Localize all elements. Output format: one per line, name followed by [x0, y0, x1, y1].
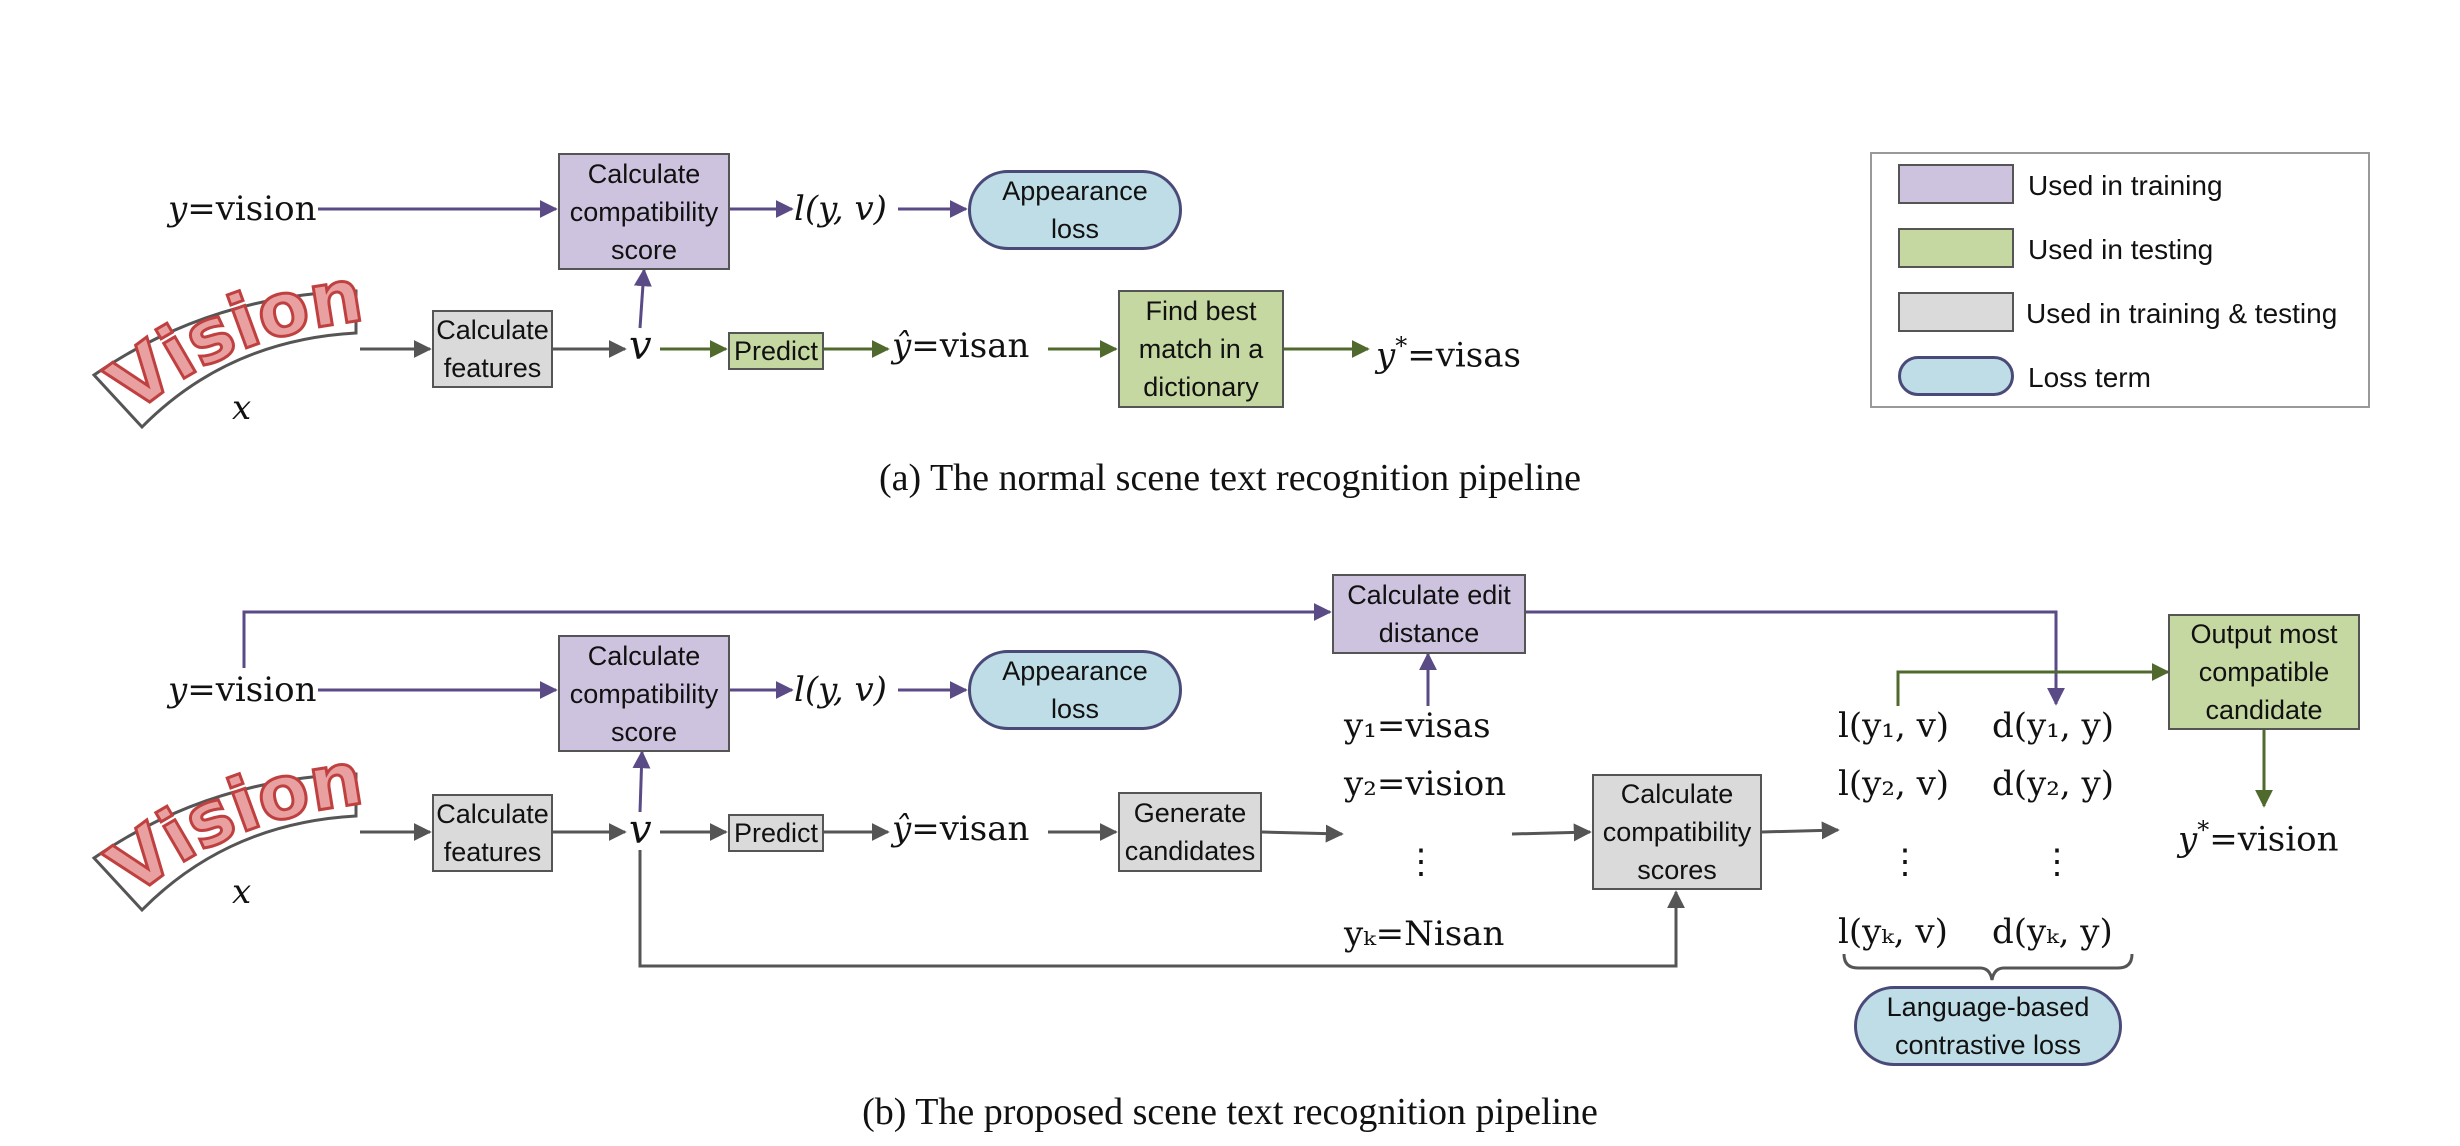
calc-compat-scores-box-b: Calculate compatibility scores [1592, 774, 1762, 890]
arrow-v-to-compat-a [633, 268, 652, 329]
y-val: =vision [187, 670, 317, 710]
appearance-loss-b: Appearance loss [968, 650, 1182, 730]
ystar-equals-visas-a: y*=visas [1376, 326, 1521, 375]
l-y-v-a: l(y, v) [794, 189, 887, 229]
ystar-var: y [1376, 335, 1396, 376]
legend-swatch-both [1898, 292, 2014, 332]
legend-swatch-training [1898, 164, 2014, 204]
ystar-sup: * [1395, 332, 1408, 360]
v-text: v [629, 807, 652, 853]
y-equals-vision-b: y=vision [168, 670, 316, 710]
v-text: v [629, 323, 652, 369]
x-text: x [232, 388, 252, 428]
calc-features-box-a: Calculate features [432, 310, 553, 388]
arrow-gen-to-candidates-b [1261, 824, 1344, 843]
appearance-loss-a: Appearance loss [968, 170, 1182, 250]
output-most-compatible-box-b: Output most compatible candidate [2168, 614, 2360, 730]
x-a: x [232, 388, 251, 428]
calc-compat-box-a: Calculate compatibility score [558, 153, 730, 270]
calc-edit-distance-box-b: Calculate edit distance [1332, 574, 1526, 654]
arrow-v-to-compat-b [632, 750, 651, 813]
yhat-var: ŷ [892, 326, 912, 366]
brace [1842, 953, 2134, 981]
candidate-y1: y₁=visas [1344, 706, 1491, 746]
yhat-equals-visan-a: ŷ=visan [892, 326, 1029, 366]
ystar-sup: * [2197, 816, 2210, 844]
legend: Used in training Used in testing Used in… [1870, 152, 2370, 408]
ystar-val: =visas [1407, 335, 1521, 376]
score-vdots-l: ⋮ [1888, 842, 1922, 882]
x-b: x [232, 872, 251, 912]
generate-candidates-box-b: Generate candidates [1118, 792, 1262, 872]
l-y-v-b: l(y, v) [794, 670, 887, 710]
arrow-l-to-output-b [1896, 663, 2170, 706]
ystar-equals-vision-b: y*=vision [2178, 810, 2338, 859]
score-l2: l(y₂, v) [1838, 764, 1950, 804]
yhat-val: =visan [911, 326, 1030, 366]
predict-box-b: Predict [728, 814, 824, 852]
arrow-y-to-edit-b [242, 603, 1332, 668]
legend-label-both: Used in training & testing [2026, 298, 2338, 329]
score-d2: d(y₂, y) [1992, 764, 2114, 804]
candidate-vdots: ⋮ [1404, 842, 1438, 882]
word-image-frame-b [91, 772, 358, 913]
calc-compat-box-b: Calculate compatibility score [558, 635, 730, 752]
legend-label-training: Used in training [2028, 170, 2223, 201]
ystar-val: =vision [2209, 819, 2339, 860]
caption-b: (b) The proposed scene text recognition … [862, 1091, 1598, 1133]
panel-a-arrows [318, 200, 1370, 358]
score-d1: d(y₁, y) [1992, 706, 2114, 746]
legend-label-loss: Loss term [2028, 362, 2151, 393]
v-a: v [629, 326, 652, 366]
l-y-v-text: l(y, v) [794, 189, 887, 229]
calc-features-box-b: Calculate features [432, 794, 553, 872]
score-dk: d(yₖ, y) [1992, 912, 2113, 952]
language-based-loss-b: Language-based contrastive loss [1854, 986, 2122, 1066]
candidate-y2: y₂=vision [1344, 764, 1507, 804]
legend-swatch-testing [1898, 228, 2014, 268]
arrow-v-to-scores-b [638, 850, 1685, 968]
predict-box-a: Predict [728, 332, 824, 370]
v-b: v [629, 810, 652, 850]
yhat-val: =visan [911, 809, 1030, 849]
score-lk: l(yₖ, v) [1838, 912, 1948, 952]
arrow-edit-to-d-b [1526, 610, 2065, 706]
y-var: y [168, 189, 188, 229]
word-image-frame-a [91, 289, 358, 430]
score-l1: l(y₁, v) [1838, 706, 1950, 746]
x-text: x [232, 872, 252, 912]
y-var: y [168, 670, 188, 710]
ystar-var: y [2178, 819, 2198, 860]
word-image-b: Vision [91, 734, 370, 913]
arrow-scores-to-l-b [1761, 821, 1840, 840]
l-y-v-text: l(y, v) [794, 670, 887, 710]
find-best-match-box-a: Find best match in a dictionary [1118, 290, 1284, 408]
y-equals-vision-a: y=vision [168, 189, 316, 229]
score-vdots-d: ⋮ [2040, 842, 2074, 882]
y-val: =vision [187, 189, 317, 229]
arrow-candidates-to-scores-b [1511, 823, 1592, 842]
word-image-a: Vision [91, 251, 370, 430]
word-image-text-a: Vision [93, 252, 369, 428]
candidate-yk: yₖ=Nisan [1344, 914, 1505, 954]
legend-swatch-loss [1898, 356, 2014, 396]
word-image-text-b: Vision [93, 735, 369, 911]
panel-b-arrows [242, 603, 2273, 981]
yhat-equals-visan-b: ŷ=visan [892, 809, 1029, 849]
legend-label-testing: Used in testing [2028, 234, 2214, 265]
caption-a: (a) The normal scene text recognition pi… [878, 457, 1582, 499]
yhat-var: ŷ [892, 809, 912, 849]
